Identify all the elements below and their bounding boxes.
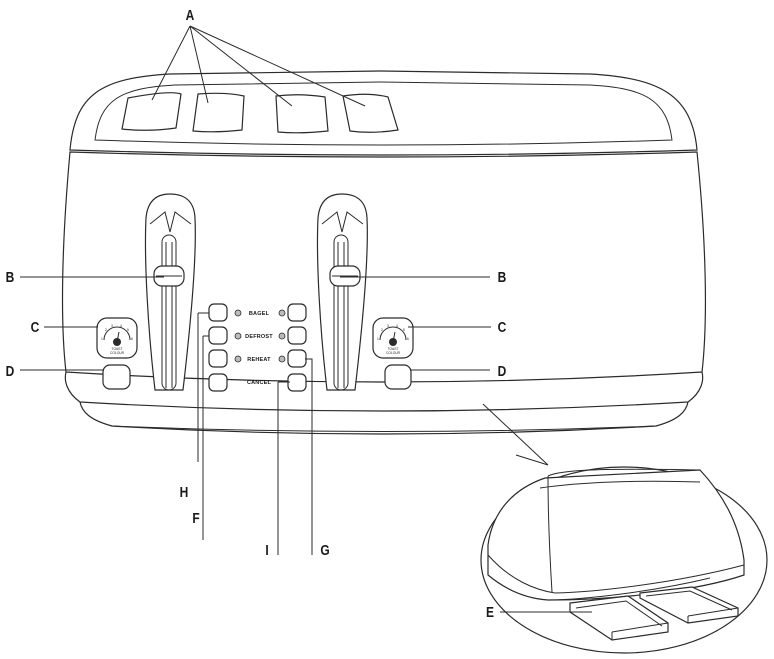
dial-caption: TOAST: [112, 347, 123, 351]
toast-slots: [121, 92, 399, 134]
bagel-label: BAGEL: [249, 311, 270, 317]
dial-scale-6: 6: [131, 337, 133, 341]
reheat-button-left[interactable]: [208, 349, 228, 368]
toast-slot: [275, 94, 329, 134]
dial-scale-4: 4: [396, 324, 398, 328]
callout-d-right: D: [498, 363, 507, 380]
toast-slot: [121, 92, 182, 131]
bagel-button-left[interactable]: [208, 303, 228, 322]
toast-slot: [192, 92, 245, 133]
reheat-label: REHEAT: [247, 357, 271, 363]
defrost-button-right[interactable]: [287, 326, 307, 345]
detail-inset: [480, 403, 768, 654]
callout-f: F: [192, 510, 199, 527]
cancel-button-left[interactable]: [208, 373, 228, 392]
cancel-label: CANCEL: [247, 380, 272, 386]
button-right[interactable]: [384, 364, 412, 390]
callout-i: I: [265, 542, 268, 559]
callout-a: A: [186, 7, 195, 24]
control-panel: BAGEL DEFROST REHEAT CANCEL: [208, 303, 307, 392]
dial-scale-2: 2: [105, 328, 107, 332]
crumb-tray[interactable]: [639, 586, 739, 624]
indicator-light: [234, 332, 242, 340]
callout-h: H: [180, 484, 189, 501]
callout-lines: [20, 25, 592, 613]
indicator-light: [278, 309, 286, 317]
callout-labels: A B B C C D D H F I G E: [6, 7, 507, 621]
dial-scale-1: 1: [101, 337, 103, 341]
toast-slot: [342, 93, 399, 133]
button-left[interactable]: [102, 364, 131, 390]
reheat-button-right[interactable]: [287, 349, 307, 368]
defrost-label: DEFROST: [245, 334, 273, 340]
callout-c-left: C: [31, 319, 40, 336]
toaster-top: [69, 70, 698, 156]
callout-c-right: C: [498, 319, 507, 336]
callout-b-right: B: [498, 269, 507, 286]
browning-dial-left: 1 2 3 4 5 6 TOAST COLOUR: [96, 317, 138, 359]
dial-caption: COLOUR: [110, 351, 125, 355]
dial-scale-4: 4: [120, 324, 122, 328]
indicator-light: [278, 332, 286, 340]
dial-scale-5: 5: [127, 328, 129, 332]
indicator-light: [234, 309, 242, 317]
dial-scale-1: 1: [377, 337, 379, 341]
dial-scale-2: 2: [381, 328, 383, 332]
defrost-button-left[interactable]: [208, 326, 228, 345]
dial-scale-3: 3: [111, 324, 113, 328]
cancel-button-right[interactable]: [287, 373, 307, 392]
browning-dial-right: 1 2 3 4 5 6 TOAST COLOUR: [372, 317, 414, 359]
dial-caption: TOAST: [388, 347, 399, 351]
bagel-button-right[interactable]: [287, 303, 307, 322]
dial-scale-3: 3: [387, 324, 389, 328]
callout-b-left: B: [6, 269, 15, 286]
callout-d-left: D: [6, 363, 15, 380]
indicator-light: [234, 355, 242, 363]
toaster-body: [61, 151, 707, 435]
lever-left: [144, 193, 196, 391]
dial-scale-6: 6: [407, 337, 409, 341]
dial-scale-5: 5: [403, 328, 405, 332]
lever-right: [316, 193, 368, 391]
callout-e: E: [486, 604, 494, 621]
dial-caption: COLOUR: [386, 351, 401, 355]
indicator-light: [278, 355, 286, 363]
callout-g: G: [320, 542, 329, 559]
